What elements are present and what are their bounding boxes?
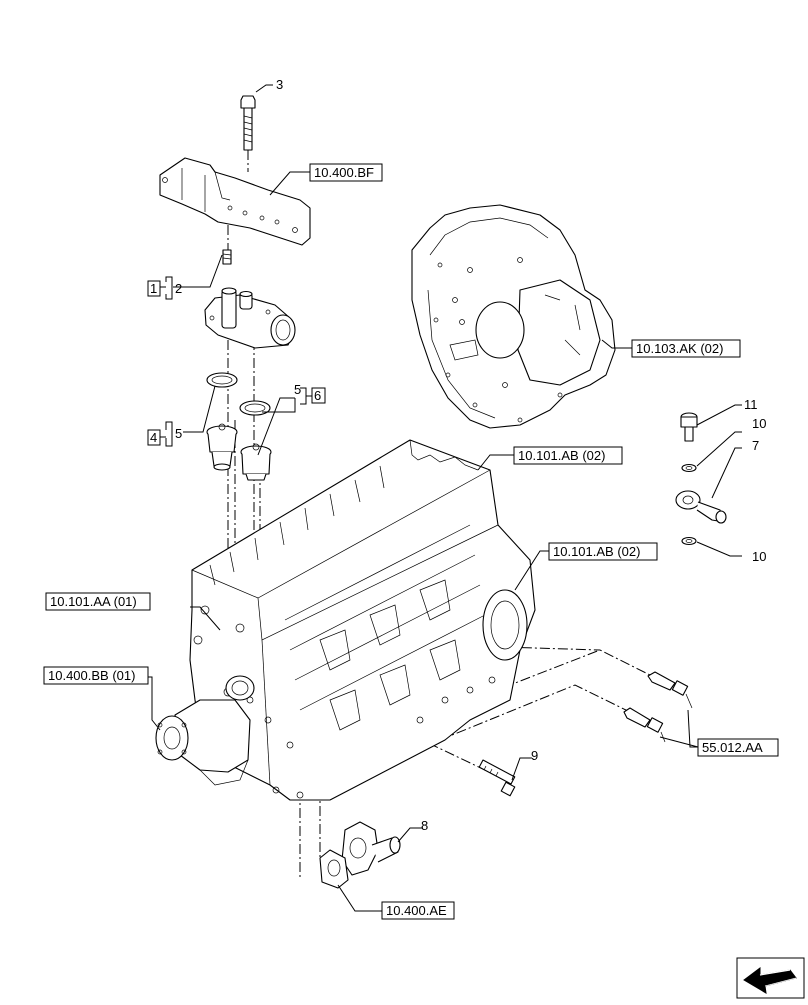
ref-10-101-aa-01[interactable]: 10.101.AA (01) <box>50 594 137 609</box>
callout-5-left: 5 <box>175 426 182 441</box>
thermostat-housing <box>204 287 296 349</box>
callout-9: 9 <box>531 748 538 763</box>
washer-part-10-upper <box>681 463 697 473</box>
flywheel-housing <box>411 204 616 429</box>
callout-5-right: 5 <box>294 382 301 397</box>
arrow-icon[interactable] <box>736 957 805 999</box>
banjo-bolt-part-11 <box>680 412 698 442</box>
callout-6: 6 <box>314 388 321 403</box>
callout-4-box <box>147 429 161 446</box>
leader-lines <box>148 84 742 912</box>
thermostat-part-4 <box>206 423 238 471</box>
callout-10-lower: 10 <box>752 549 766 564</box>
ref-10-400-ae[interactable]: 10.400.AE <box>386 903 447 918</box>
callout-10-upper: 10 <box>752 416 766 431</box>
temperature-sensor-lower <box>623 707 666 743</box>
callout-3: 3 <box>276 77 283 92</box>
thermostat-part-6 <box>240 443 272 481</box>
water-outlet-part-8 <box>341 821 401 876</box>
callout-4: 4 <box>150 430 157 445</box>
ref-10-400-bb-01[interactable]: 10.400.BB (01) <box>48 668 135 683</box>
callout-1: 1 <box>150 281 157 296</box>
callout-8: 8 <box>421 818 428 833</box>
callout-11: 11 <box>744 397 758 412</box>
stud-part-2 <box>222 249 232 265</box>
washer-part-10-lower <box>681 536 697 546</box>
temperature-sensor-upper <box>647 671 693 709</box>
ref-10-400-bf[interactable]: 10.400.BF <box>314 165 374 180</box>
ref-10-101-ab-02-upper[interactable]: 10.101.AB (02) <box>518 448 605 463</box>
stud-part-9 <box>478 759 516 797</box>
reference-boxes: 10.400.BF 10.103.AK (02) 10.101.AB (02) … <box>43 163 779 920</box>
lifting-bracket <box>159 157 311 246</box>
bolt-part-3 <box>240 95 256 151</box>
engine-block <box>189 439 536 801</box>
ref-10-103-ak-02[interactable]: 10.103.AK (02) <box>636 341 723 356</box>
callout-2: 2 <box>175 281 182 296</box>
callouts: 3 2 1 5 4 5 6 11 10 7 10 9 8 <box>147 77 766 833</box>
seal-rings <box>206 372 271 416</box>
callout-6-box <box>311 387 326 404</box>
ref-55-012-aa[interactable]: 55.012.AA <box>702 740 763 755</box>
water-pump <box>155 675 255 786</box>
callout-1-box <box>147 280 161 297</box>
ref-10-101-ab-02-lower[interactable]: 10.101.AB (02) <box>553 544 640 559</box>
gasket <box>319 849 349 889</box>
banjo-fitting-part-7 <box>675 490 727 524</box>
callout-7: 7 <box>752 438 759 453</box>
